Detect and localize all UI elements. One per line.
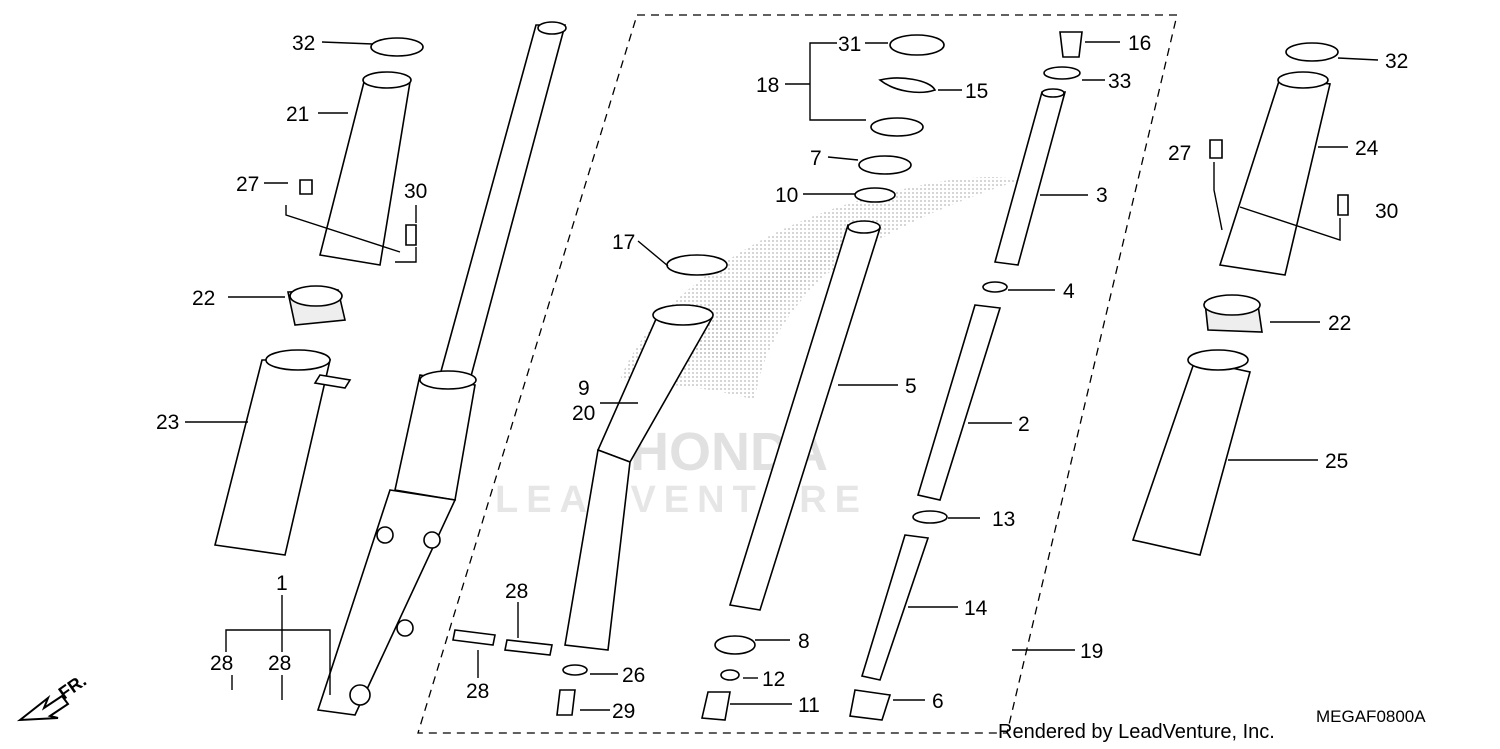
callout-14: 14	[964, 597, 988, 620]
callout-29: 29	[612, 700, 635, 723]
callout-12: 12	[762, 668, 785, 691]
callout-21: 21	[286, 103, 309, 126]
callout-19: 19	[1080, 640, 1103, 663]
leadventure-watermark: LEADVENTURE	[495, 479, 868, 521]
callout-8: 8	[798, 630, 810, 653]
callout-25: 25	[1325, 450, 1348, 473]
callout-28-d: 28	[466, 680, 489, 703]
left-cover-parts	[214, 37, 424, 556]
damper-spring-parts	[849, 31, 1083, 721]
callout-20: 20	[572, 402, 595, 425]
callout-18: 18	[756, 74, 779, 97]
callout-17: 17	[612, 231, 635, 254]
front-direction-arrow: FR.	[16, 670, 90, 722]
callout-3: 3	[1096, 184, 1108, 207]
diagram-code: MEGAF0800A	[1316, 707, 1426, 726]
callout-1: 1	[276, 572, 288, 595]
callout-7: 7	[810, 147, 822, 170]
fork-slider	[316, 21, 567, 716]
assembly-group-frame	[417, 14, 1178, 734]
callout-28-c: 28	[505, 580, 528, 603]
callout-32-left: 32	[292, 32, 315, 55]
callout-32-right: 32	[1385, 50, 1408, 73]
callout-5: 5	[905, 375, 917, 398]
callout-9: 9	[578, 377, 590, 400]
credit-text: Rendered by LeadVenture, Inc.	[998, 721, 1275, 743]
callout-22-left: 22	[192, 287, 215, 310]
callout-22-right: 22	[1328, 312, 1351, 335]
callout-23: 23	[156, 411, 179, 434]
callout-11: 11	[798, 694, 820, 717]
callout-labels: 32 21 27 30 22 23 1 28 28 31 18 15 7 10 …	[156, 32, 1408, 723]
callout-28-b: 28	[268, 652, 291, 675]
callout-4: 4	[1063, 280, 1075, 303]
callout-15: 15	[965, 80, 988, 103]
callout-24: 24	[1355, 137, 1379, 160]
callout-16: 16	[1128, 32, 1151, 55]
callout-13: 13	[992, 508, 1015, 531]
callout-31: 31	[838, 33, 861, 56]
callout-30-right: 30	[1375, 200, 1398, 223]
callout-30-left: 30	[404, 180, 427, 203]
callout-6: 6	[932, 690, 944, 713]
callout-27-left: 27	[236, 173, 259, 196]
callout-2: 2	[1018, 413, 1030, 436]
callout-28-a: 28	[210, 652, 233, 675]
callout-10: 10	[775, 184, 798, 207]
leader-lines	[185, 41, 1379, 711]
inner-fork-parts	[452, 34, 945, 721]
callout-27-right: 27	[1168, 142, 1191, 165]
callout-33: 33	[1108, 70, 1131, 93]
right-cover-parts	[1131, 42, 1349, 556]
callout-26: 26	[622, 664, 645, 687]
